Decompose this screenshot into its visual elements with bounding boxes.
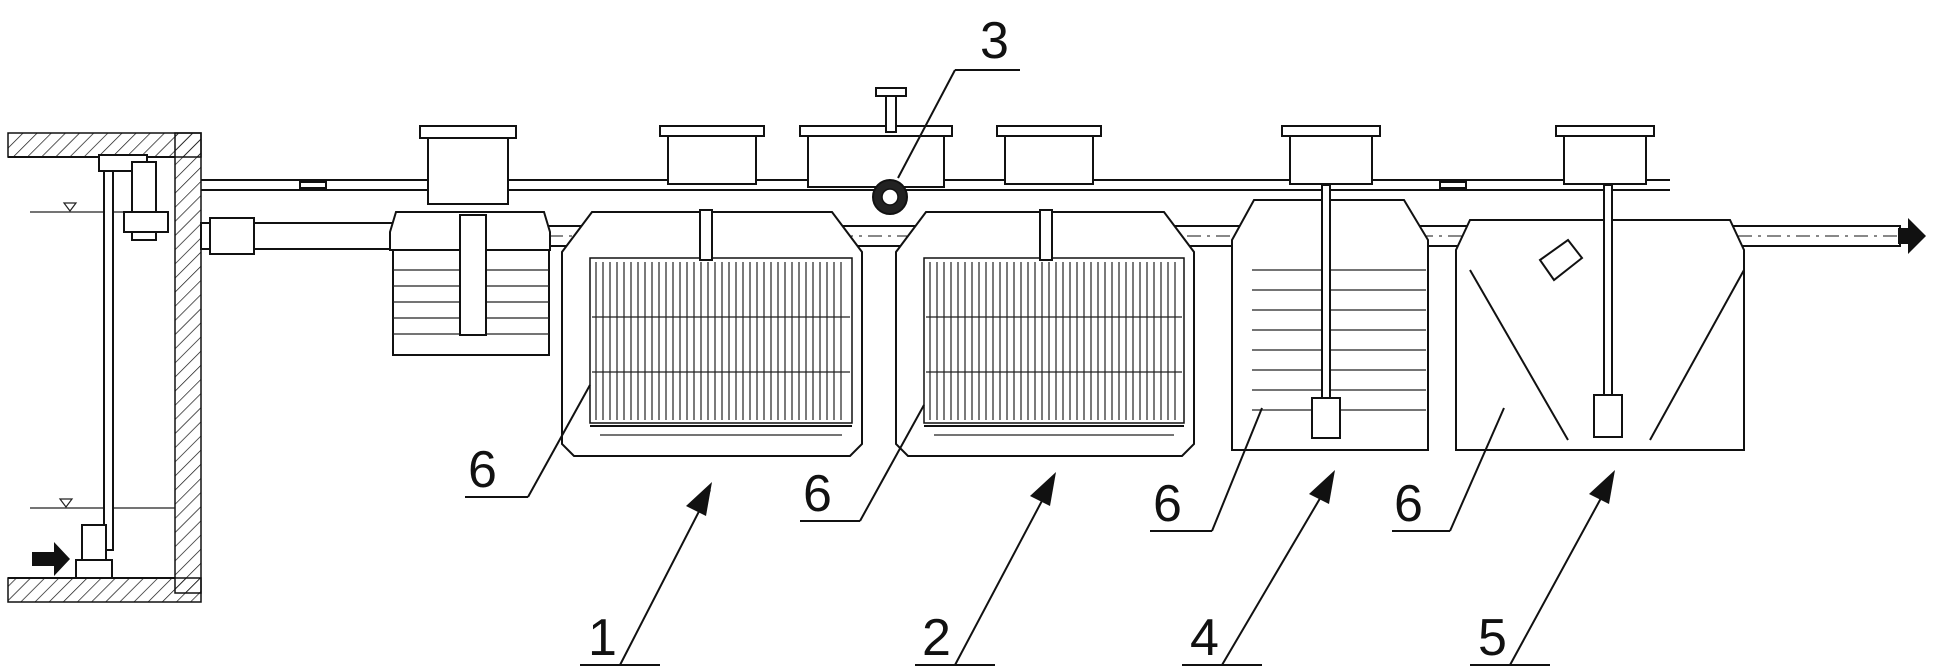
inlet-tank — [389, 125, 551, 356]
tank-5 — [1455, 125, 1745, 451]
tank-1 — [561, 125, 863, 457]
blower — [799, 87, 953, 215]
inflow-arrow-icon — [32, 542, 70, 576]
callout-label-6d: 6 — [1394, 475, 1423, 533]
outflow-arrow-icon — [1898, 218, 1926, 254]
callout-label-6b: 6 — [803, 465, 832, 523]
callout-label-3: 3 — [980, 12, 1009, 70]
callout-label-5: 5 — [1478, 609, 1507, 667]
pump-pit — [7, 132, 202, 603]
callout-label-6c: 6 — [1153, 475, 1182, 533]
tank-2 — [895, 125, 1195, 457]
callout-labels: 3 6 6 6 6 1 2 4 5 — [468, 12, 1507, 667]
callout-label-4: 4 — [1190, 609, 1219, 667]
callout-label-6a: 6 — [468, 441, 497, 499]
callout-label-2: 2 — [922, 609, 951, 667]
tank-4 — [1231, 125, 1429, 451]
callout-label-1: 1 — [588, 609, 617, 667]
leaders — [465, 69, 1615, 666]
